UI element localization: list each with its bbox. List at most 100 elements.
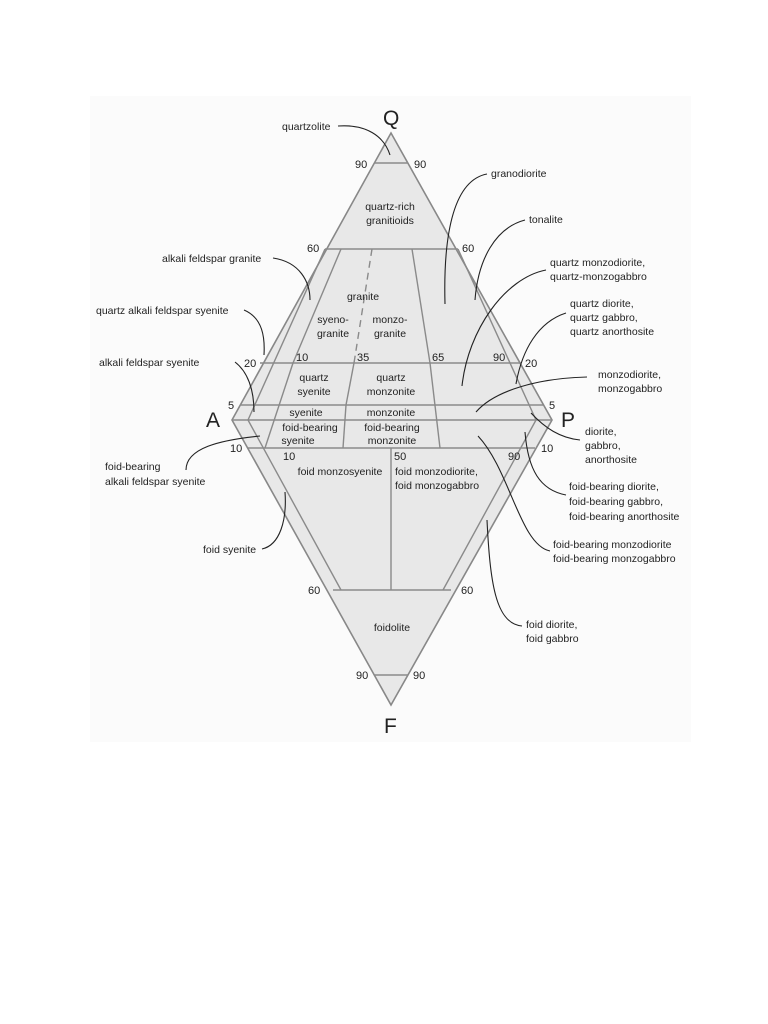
label-alkali-feldspar-syenite: alkali feldspar syenite	[99, 357, 200, 369]
tick-p50-lower: 50	[394, 451, 406, 463]
label-quartz-diorite-line1: quartz diorite,	[570, 298, 634, 310]
apex-f-label: F	[384, 715, 397, 738]
divider-p35-foid	[342, 404, 347, 449]
field-syenogranite-line2: granite	[317, 328, 349, 340]
divider-p10-lower	[264, 362, 294, 449]
label-foid-bearing-alkali-syenite-line1: foid-bearing	[105, 461, 161, 473]
leader-tonalite	[474, 219, 526, 301]
tick-f10-left: 10	[230, 443, 242, 455]
tick-p90-lower: 90	[508, 451, 520, 463]
tick-f10-right: 10	[541, 443, 553, 455]
leader-foid-bearing-alkali-feldspar-syenite	[185, 435, 261, 471]
apex-q-label: Q	[383, 107, 399, 130]
upper-right-inner-edge	[457, 248, 537, 421]
label-quartz-monzodiorite-line2: quartz-monzogabbro	[550, 271, 647, 283]
field-foid-bearing-syenite-line2: syenite	[281, 435, 314, 447]
label-alkali-feldspar-granite: alkali feldspar granite	[162, 253, 261, 265]
leader-alkali-feldspar-syenite	[234, 361, 255, 413]
lower-right-inner-edge	[442, 419, 537, 591]
label-granodiorite: granodiorite	[491, 168, 547, 180]
label-diorite-line1: diorite,	[585, 426, 617, 438]
label-diorite-line2: gabbro,	[585, 440, 621, 452]
field-quartz-rich-line1: quartz-rich	[365, 201, 415, 213]
tick-q90-left: 90	[355, 159, 367, 171]
leader-foid-bearing-diorite	[524, 431, 567, 496]
tick-q20-right: 20	[525, 358, 537, 370]
field-foid-monzodiorite-line1: foid monzodiorite,	[395, 466, 478, 478]
label-foid-bearing-diorite-line1: foid-bearing diorite,	[569, 481, 659, 493]
label-quartz-diorite-line3: quartz anorthosite	[570, 326, 654, 338]
label-monzodiorite-line1: monzodiorite,	[598, 369, 661, 381]
leader-monzodiorite	[475, 376, 588, 413]
field-granite: granite	[347, 291, 379, 303]
tick-f60-right: 60	[461, 585, 473, 597]
tick-p35-upper: 35	[357, 352, 369, 364]
leader-granodiorite	[444, 173, 488, 305]
field-quartz-monzonite-line2: monzonite	[367, 386, 416, 398]
divider-p35-lower	[345, 362, 355, 406]
tick-f90-left: 90	[356, 670, 368, 682]
label-foid-bearing-monzodiorite-line1: foid-bearing monzodiorite	[553, 539, 672, 551]
label-quartz-diorite-line2: quartz gabbro,	[570, 312, 638, 324]
field-foid-bearing-syenite-line1: foid-bearing	[282, 422, 338, 434]
field-quartz-syenite-line1: quartz	[299, 372, 328, 384]
label-tonalite: tonalite	[529, 214, 563, 226]
tick-p90-upper: 90	[493, 352, 505, 364]
label-monzodiorite-line2: monzogabbro	[598, 383, 662, 395]
label-quartzolite: quartzolite	[282, 121, 331, 133]
field-foid-bearing-monzonite-line1: foid-bearing	[364, 422, 420, 434]
label-foid-bearing-monzodiorite-line2: foid-bearing monzogabbro	[553, 553, 676, 565]
field-monzonite: monzonite	[367, 407, 416, 419]
apex-p-label: P	[561, 409, 575, 432]
field-monzogranite-line1: monzo-	[372, 314, 408, 326]
leader-foid-diorite	[486, 519, 523, 627]
divider-p10	[292, 248, 342, 364]
diagram-outline	[231, 131, 553, 707]
leader-foid-syenite	[261, 491, 286, 550]
tick-p65-upper: 65	[432, 352, 444, 364]
field-foid-bearing-monzonite-line2: monzonite	[368, 435, 417, 447]
field-quartz-rich-line2: granitioids	[366, 215, 414, 227]
upper-left-inner-edge	[247, 248, 326, 421]
label-quartz-monzodiorite-line1: quartz monzodiorite,	[550, 257, 645, 269]
leader-diorite	[530, 412, 581, 441]
label-quartz-alkali-feldspar-syenite: quartz alkali feldspar syenite	[96, 305, 229, 317]
tick-q60-right: 60	[462, 243, 474, 255]
field-syenite: syenite	[289, 407, 322, 419]
apex-a-label: A	[206, 409, 220, 432]
label-foid-syenite: foid syenite	[203, 544, 256, 556]
divider-p35-dashed	[353, 248, 373, 364]
field-quartz-syenite-line2: syenite	[297, 386, 330, 398]
tick-q90-right: 90	[414, 159, 426, 171]
label-foid-bearing-diorite-line3: foid-bearing anorthosite	[569, 511, 679, 523]
field-foid-monzodiorite-line2: foid monzogabbro	[395, 480, 479, 492]
tick-q20-left: 20	[244, 358, 256, 370]
field-quartz-monzonite-line1: quartz	[376, 372, 405, 384]
tick-f60-left: 60	[308, 585, 320, 597]
leader-quartz-monzodiorite	[461, 269, 547, 387]
label-foid-diorite-line1: foid diorite,	[526, 619, 577, 631]
label-foid-diorite-line2: foid gabbro	[526, 633, 579, 645]
field-monzogranite-line2: granite	[374, 328, 406, 340]
field-foid-monzosyenite: foid monzosyenite	[298, 466, 383, 478]
divider-p65	[411, 248, 431, 364]
tick-p10-upper: 10	[296, 352, 308, 364]
lower-left-inner-edge	[247, 419, 342, 591]
field-syenogranite-line1: syeno-	[317, 314, 349, 326]
tick-q5-right: 5	[549, 400, 555, 412]
label-foid-bearing-diorite-line2: foid-bearing gabbro,	[569, 496, 663, 508]
tick-q5-left: 5	[228, 400, 234, 412]
tick-q60-left: 60	[307, 243, 319, 255]
leader-quartz-alkali-feldspar-syenite	[243, 309, 265, 356]
label-foid-bearing-alkali-syenite-line2: alkali feldspar syenite	[105, 476, 206, 488]
divider-p65-lower	[429, 362, 441, 449]
leader-quartz-diorite	[515, 312, 567, 385]
leader-alkali-feldspar-granite	[272, 257, 311, 301]
tick-f90-right: 90	[413, 670, 425, 682]
leader-foid-bearing-monzodiorite	[477, 435, 551, 552]
tick-p10-lower: 10	[283, 451, 295, 463]
field-foidolite: foidolite	[374, 622, 410, 634]
leader-quartzolite	[337, 125, 391, 156]
